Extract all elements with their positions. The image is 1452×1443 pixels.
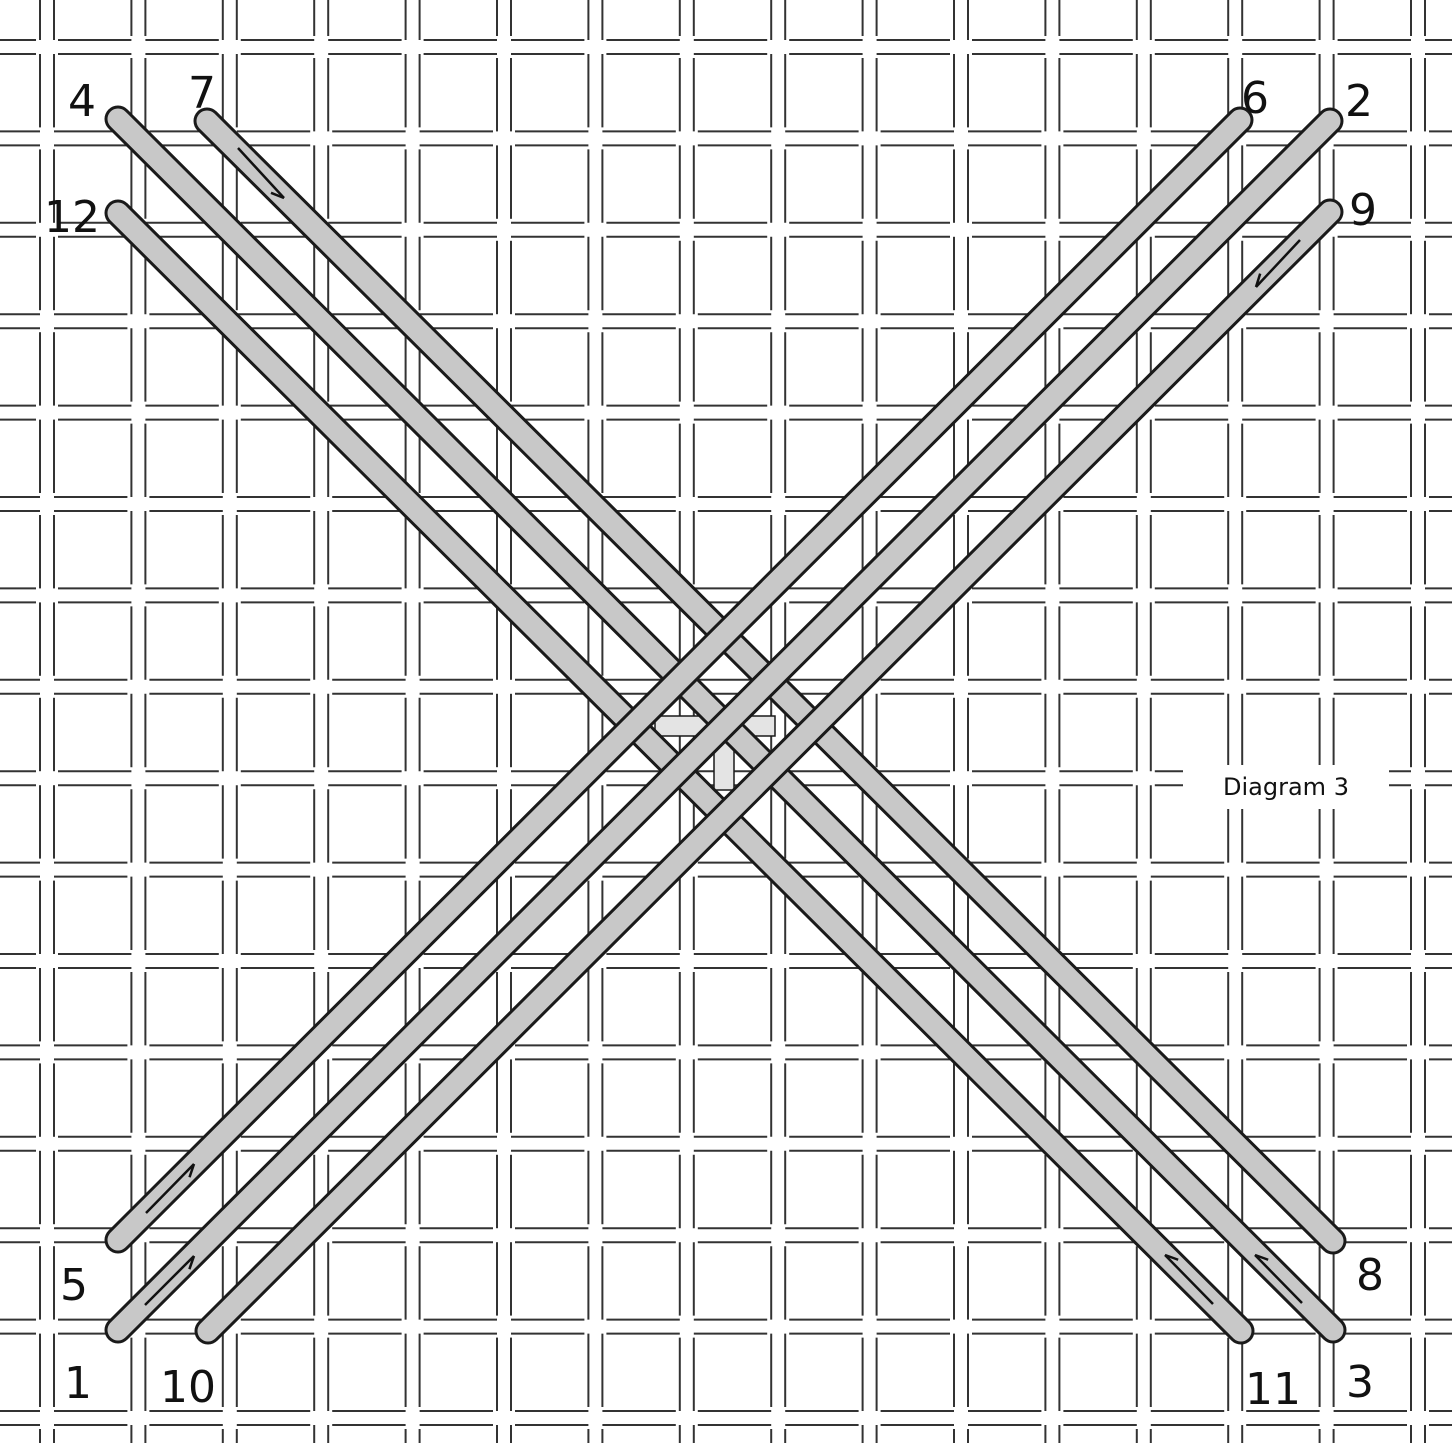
label-10: 10 (160, 1362, 216, 1413)
label-9: 9 (1349, 185, 1377, 236)
label-4: 4 (68, 76, 96, 127)
label-5: 5 (60, 1260, 88, 1311)
label-6: 6 (1241, 73, 1269, 124)
label-12: 12 (44, 192, 100, 243)
label-7: 7 (188, 68, 216, 119)
label-1: 1 (64, 1358, 92, 1409)
label-8: 8 (1356, 1250, 1384, 1301)
label-2: 2 (1345, 76, 1373, 127)
label-11: 11 (1245, 1364, 1301, 1415)
diagram-caption: Diagram 3 (1183, 765, 1389, 809)
label-3: 3 (1346, 1357, 1374, 1408)
